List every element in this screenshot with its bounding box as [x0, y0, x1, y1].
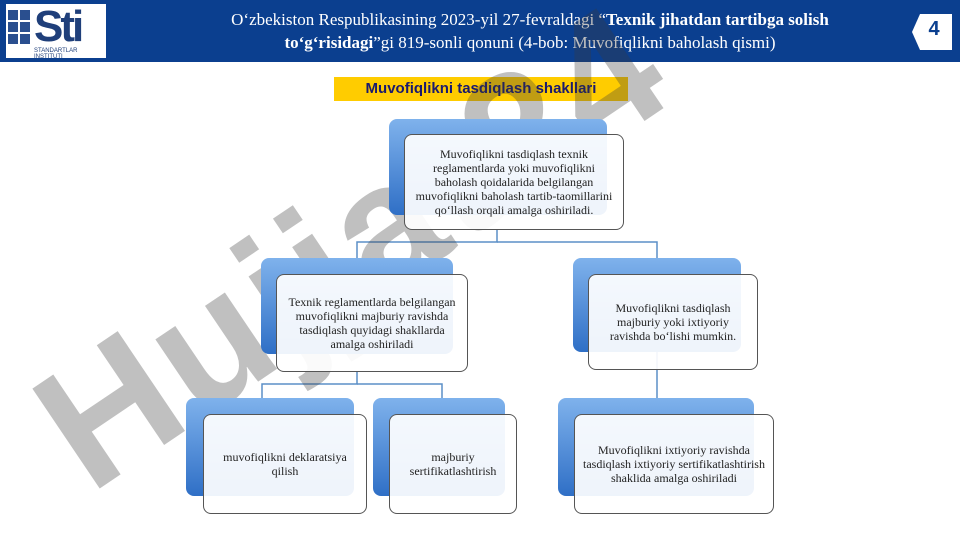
left-child1-node: muvofiqlikni deklaratsiya qilish [203, 414, 367, 514]
connector-root-right [497, 241, 658, 258]
right-node: Muvofiqlikni tasdiqlash majburiy yoki ix… [588, 274, 758, 370]
root-node: Muvofiqlikni tasdiqlash texnik reglament… [404, 134, 624, 230]
logo-text: Sti [34, 2, 84, 51]
left-node: Texnik reglamentlarda belgilangan muvofi… [276, 274, 468, 372]
connector-root-left [356, 230, 498, 258]
connector-left-child1 [261, 372, 358, 398]
right-child-node: Muvofiqlikni ixtiyoriy ravishda tasdiqla… [574, 414, 774, 514]
page-number-badge [912, 14, 952, 50]
connector-left-child2 [357, 383, 443, 398]
section-title: Muvofiqlikni tasdiqlash shakllari [334, 77, 628, 101]
page-number: 4 [928, 18, 940, 40]
logo-subtext: STANDARTLAR INSTITUTI [34, 48, 78, 60]
logo-grid-icon [8, 10, 32, 48]
left-child2-node: majburiy sertifikatlashtirish [389, 414, 517, 514]
header-bar: Sti STANDARTLAR INSTITUTI O‘zbekiston Re… [0, 0, 960, 62]
page-title: O‘zbekiston Respublikasining 2023-yil 27… [231, 10, 829, 52]
sti-logo: Sti STANDARTLAR INSTITUTI [6, 2, 106, 60]
